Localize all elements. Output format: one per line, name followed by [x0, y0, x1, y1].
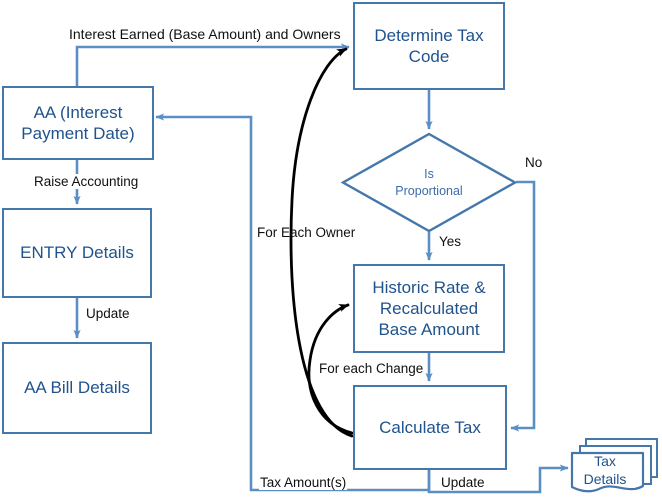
edge-label-update-bottom: Update	[440, 475, 486, 490]
node-tax-details-multidocument[interactable]: Tax Details	[568, 437, 660, 499]
edge-label-raise-accounting: Raise Accounting	[33, 174, 140, 189]
node-label: AA (Interest Payment Date)	[21, 102, 135, 143]
node-label: Is Proportional	[395, 167, 463, 198]
edge-label-update-left: Update	[85, 306, 131, 321]
edge-label-for-each-change: For each Change	[319, 361, 424, 376]
edge-label-interest-earned: Interest Earned (Base Amount) and Owners	[68, 26, 342, 42]
node-historic-rate-recalculated-base-amount[interactable]: Historic Rate & Recalculated Base Amount	[353, 264, 505, 353]
node-aa-interest-payment-date[interactable]: AA (Interest Payment Date)	[2, 86, 154, 160]
edge-label-tax-amounts: Tax Amount(s)	[259, 475, 348, 490]
node-label: AA Bill Details	[24, 378, 130, 398]
node-determine-tax-code[interactable]: Determine Tax Code	[353, 2, 505, 90]
edge-for-each-owner	[289, 47, 354, 438]
node-label: Historic Rate & Recalculated Base Amount	[372, 277, 486, 340]
edge-label-no: No	[524, 155, 544, 170]
edge-label-for-each-owner: For Each Owner	[257, 225, 356, 240]
node-calculate-tax[interactable]: Calculate Tax	[353, 385, 507, 470]
edge-interest-earned	[75, 43, 350, 86]
node-label: ENTRY Details	[20, 243, 134, 263]
node-label: Calculate Tax	[379, 417, 481, 437]
node-entry-details[interactable]: ENTRY Details	[2, 208, 152, 298]
edge-label-yes: Yes	[438, 234, 463, 249]
node-aa-bill-details[interactable]: AA Bill Details	[2, 342, 152, 434]
node-is-proportional-decision[interactable]: Is Proportional	[341, 132, 517, 233]
multidocument-shape	[570, 438, 658, 493]
node-label: Determine Tax Code	[374, 25, 484, 66]
node-label: Tax Details	[583, 453, 627, 487]
